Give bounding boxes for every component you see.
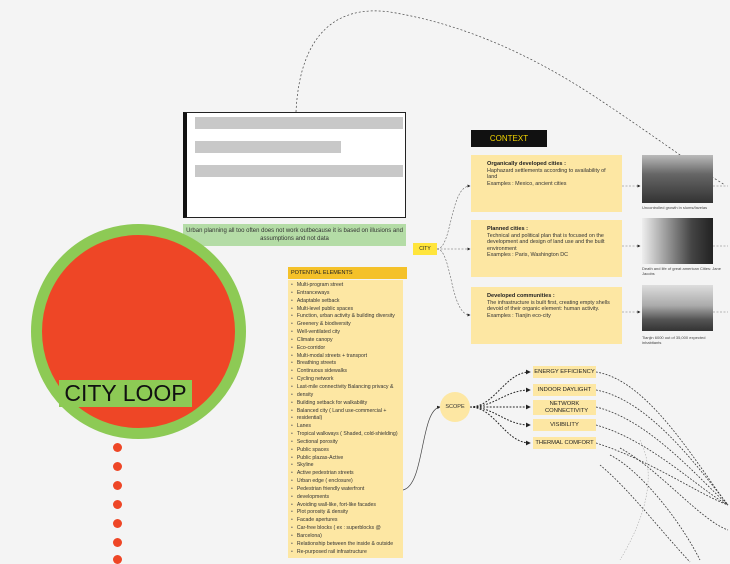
potential-elements-list: Multi-program streetEntrancewaysAdaptabl… (288, 280, 403, 558)
potential-element-item: Public spaces (291, 447, 403, 455)
connector-cards-to-photos (622, 184, 728, 314)
trail-dot (113, 555, 122, 564)
card-examples: Examples : Paris, Washington DC (487, 252, 568, 259)
scope-item-energy-efficiency: ENERGY EFFICIENCY (533, 366, 596, 378)
scope-item-visibility: VISIBILITY (533, 419, 596, 431)
card-body: Haphazard settlements according to avail… (487, 167, 606, 181)
potential-element-item: residential) (291, 415, 403, 423)
potential-element-item: Eco-corridor (291, 345, 403, 353)
potential-element-item: Relationship between the inside & outsid… (291, 541, 403, 549)
photo-slums (642, 155, 713, 203)
context-card-developed: Developed communities : The infrastructu… (471, 287, 622, 344)
potential-element-item: Adaptable setback (291, 298, 403, 306)
context-card-organic: Organically developed cities : Haphazard… (471, 155, 622, 212)
potential-element-item: Barcelona) (291, 533, 403, 541)
photo-tianjin (642, 285, 713, 331)
potential-element-item: Last-mile connectivity Balancing privacy… (291, 384, 403, 392)
potential-element-item: Well-ventilated city (291, 329, 403, 337)
potential-element-item: developments (291, 494, 403, 502)
photo-jane-jacobs (642, 218, 713, 264)
card-title: Developed communities : (487, 293, 555, 299)
scope-item-indoor-daylight: INDOOR DAYLIGHT (533, 384, 596, 396)
potential-element-item: Multi-modal streets + transport (291, 353, 403, 361)
potential-element-item: Plot porosity & density (291, 509, 403, 517)
potential-element-item: Active pedestrian streets (291, 470, 403, 478)
potential-element-item: Multi-program street (291, 282, 403, 290)
connector-city-to-cards (436, 184, 471, 317)
potential-element-item: Greenery & biodiversity (291, 321, 403, 329)
context-card-planned: Planned cities : Technical and political… (471, 220, 622, 277)
scope-item-thermal-comfort: THERMAL COMFORT (533, 437, 596, 449)
connector-faint-left (619, 439, 649, 561)
potential-element-item: Pedestrian friendly waterfront (291, 486, 403, 494)
city-tag: CITY (413, 243, 437, 255)
trail-dot (113, 500, 122, 509)
potential-elements-heading: POTENTIAL ELEMENTS (288, 267, 407, 279)
redacted-line (195, 165, 403, 177)
potential-element-item: Car-free blocks ( ex : superblocks @ (291, 525, 403, 533)
card-examples: Examples : Mexico, ancient cities (487, 180, 567, 187)
potential-element-item: Avoiding wall-like, fort-like facades (291, 502, 403, 510)
potential-element-item: density (291, 392, 403, 400)
potential-element-item: Re-purposed rail infrastructure (291, 549, 403, 557)
connector-top-curve (295, 10, 726, 186)
trail-dot (113, 462, 122, 471)
card-title: Planned cities : (487, 226, 529, 232)
connector-scope-fanout (595, 371, 729, 563)
potential-element-item: Function, urban activity & building dive… (291, 313, 403, 321)
photo-caption: Death and life of great american Cities:… (642, 266, 721, 276)
trail-dot (113, 538, 122, 547)
scope-node: SCOPE (440, 392, 470, 422)
potential-element-item: Urban edge ( enclosure) (291, 478, 403, 486)
potential-element-item: Tropical walkways ( Shaded, cold-shieldi… (291, 431, 403, 439)
caption-box: Urban planning all too often does not wo… (183, 224, 406, 246)
potential-element-item: Multi-level public spaces (291, 306, 403, 314)
context-heading: CONTEXT (471, 130, 547, 147)
trail-dot (113, 519, 122, 528)
potential-element-item: Skyline (291, 462, 403, 470)
photo-caption: Tianjin 6000 out of 35,000 expected inha… (642, 335, 706, 345)
potential-element-item: Continuous sidewalks (291, 368, 403, 376)
potential-element-item: Breathing streets (291, 360, 403, 368)
potential-element-item: Lanes (291, 423, 403, 431)
potential-element-item: Cycling network (291, 376, 403, 384)
trail-dot (113, 443, 122, 452)
connector-elements-to-scope (402, 405, 441, 491)
photo-caption: Uncontrolled growth in slums/favelas (642, 205, 708, 210)
potential-element-item: Public plazas-Active (291, 455, 403, 463)
city-loop-label: CITY LOOP (59, 380, 192, 407)
card-title: Organically developed cities : (487, 161, 566, 167)
potential-element-item: Entranceways (291, 290, 403, 298)
card-examples: Examples : Tianjin eco-city (487, 312, 551, 319)
card-body: Technical and political plan that is foc… (487, 232, 605, 252)
potential-element-item: Building setback for walkability (291, 400, 403, 408)
trail-dot (113, 481, 122, 490)
scope-item-network-connectivity: NETWORK CONNECTIVITY (533, 400, 596, 415)
card-body: The infrastructure is built first, creat… (487, 299, 610, 313)
potential-element-item: Facade apertures (291, 517, 403, 525)
title-card (183, 112, 406, 218)
redacted-line (195, 117, 403, 129)
redacted-line (195, 141, 341, 153)
connector-scope-branches (469, 369, 531, 446)
potential-element-item: Climate canopy (291, 337, 403, 345)
potential-element-item: Balanced city ( Land use-commercial + (291, 408, 403, 416)
potential-element-item: Sectional porosity (291, 439, 403, 447)
